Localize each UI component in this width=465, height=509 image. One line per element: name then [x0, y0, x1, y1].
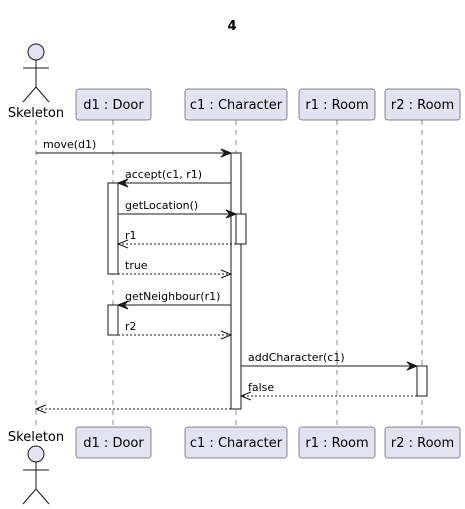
- message-label: r2: [125, 320, 137, 333]
- actor-head-icon: [27, 445, 45, 463]
- filled-arrowhead-icon: [225, 209, 238, 219]
- participant-label: c1 : Character: [190, 436, 283, 451]
- message: move(d1): [36, 138, 233, 158]
- open-arrowhead-icon: [116, 239, 129, 249]
- activation-bar: [107, 304, 119, 336]
- actor-head-icon: [27, 43, 45, 61]
- activation-bar: [107, 182, 119, 275]
- actor-label: Skeleton: [8, 430, 64, 445]
- message: addCharacter(c1): [241, 351, 419, 371]
- participant-label: d1 : Door: [83, 436, 144, 451]
- open-arrowhead-icon: [220, 330, 233, 340]
- participant-box: [75, 426, 152, 459]
- message-label: r1: [125, 229, 137, 242]
- message: getNeighbour(r1): [116, 290, 231, 310]
- activation-bar: [235, 213, 247, 245]
- participant-box: [75, 88, 152, 121]
- participant-label: d1 : Door: [83, 98, 144, 113]
- participants-bottom: Skeleton d1 : Door c1 : Character r1 : Room…: [8, 426, 461, 505]
- message-label: getLocation(): [125, 199, 198, 212]
- actor-leg-icon: [35, 488, 50, 505]
- diagram-title: 4: [227, 19, 236, 34]
- message: true: [118, 259, 233, 279]
- message: r1: [116, 229, 236, 249]
- open-arrowhead-icon: [239, 391, 252, 401]
- participant-label: r2 : Room: [391, 98, 454, 113]
- participant-box: [384, 426, 461, 459]
- filled-arrowhead-icon: [406, 361, 419, 371]
- message: accept(c1, r1): [116, 168, 231, 188]
- messages: move(d1) accept(c1, r1) getLocation() r1 tru…: [34, 138, 419, 414]
- activation-bar: [416, 365, 428, 397]
- participant-label: r1 : Room: [305, 98, 368, 113]
- message-label: getNeighbour(r1): [125, 290, 220, 303]
- message-label: accept(c1, r1): [125, 168, 202, 181]
- participant-box: [298, 88, 376, 121]
- filled-arrowhead-icon: [116, 300, 129, 310]
- participants-top: Skeleton d1 : Door c1 : Character r1 : Room…: [8, 43, 461, 121]
- message: r2: [118, 320, 233, 340]
- message: [34, 404, 231, 414]
- participant-label: r2 : Room: [391, 436, 454, 451]
- filled-arrowhead-icon: [220, 148, 233, 158]
- activations: [107, 152, 428, 410]
- participant-box: [384, 88, 461, 121]
- filled-arrowhead-icon: [116, 178, 129, 188]
- open-arrowhead-icon: [220, 269, 233, 279]
- participant-box: [184, 88, 288, 121]
- message-label: true: [125, 259, 148, 272]
- open-arrowhead-icon: [34, 404, 47, 414]
- message-label: move(d1): [43, 138, 96, 151]
- actor-leg-icon: [35, 86, 50, 103]
- participant-box: [184, 426, 288, 459]
- actor-label: Skeleton: [8, 106, 64, 121]
- activation-bar: [230, 152, 242, 410]
- message: false: [239, 381, 417, 401]
- message-label: addCharacter(c1): [248, 351, 345, 364]
- message-label: false: [248, 381, 274, 394]
- participant-label: r1 : Room: [305, 436, 368, 451]
- participant-box: [298, 426, 376, 459]
- actor-leg-icon: [22, 86, 37, 103]
- actor-leg-icon: [22, 488, 37, 505]
- message: getLocation(): [118, 199, 238, 219]
- participant-label: c1 : Character: [190, 98, 283, 113]
